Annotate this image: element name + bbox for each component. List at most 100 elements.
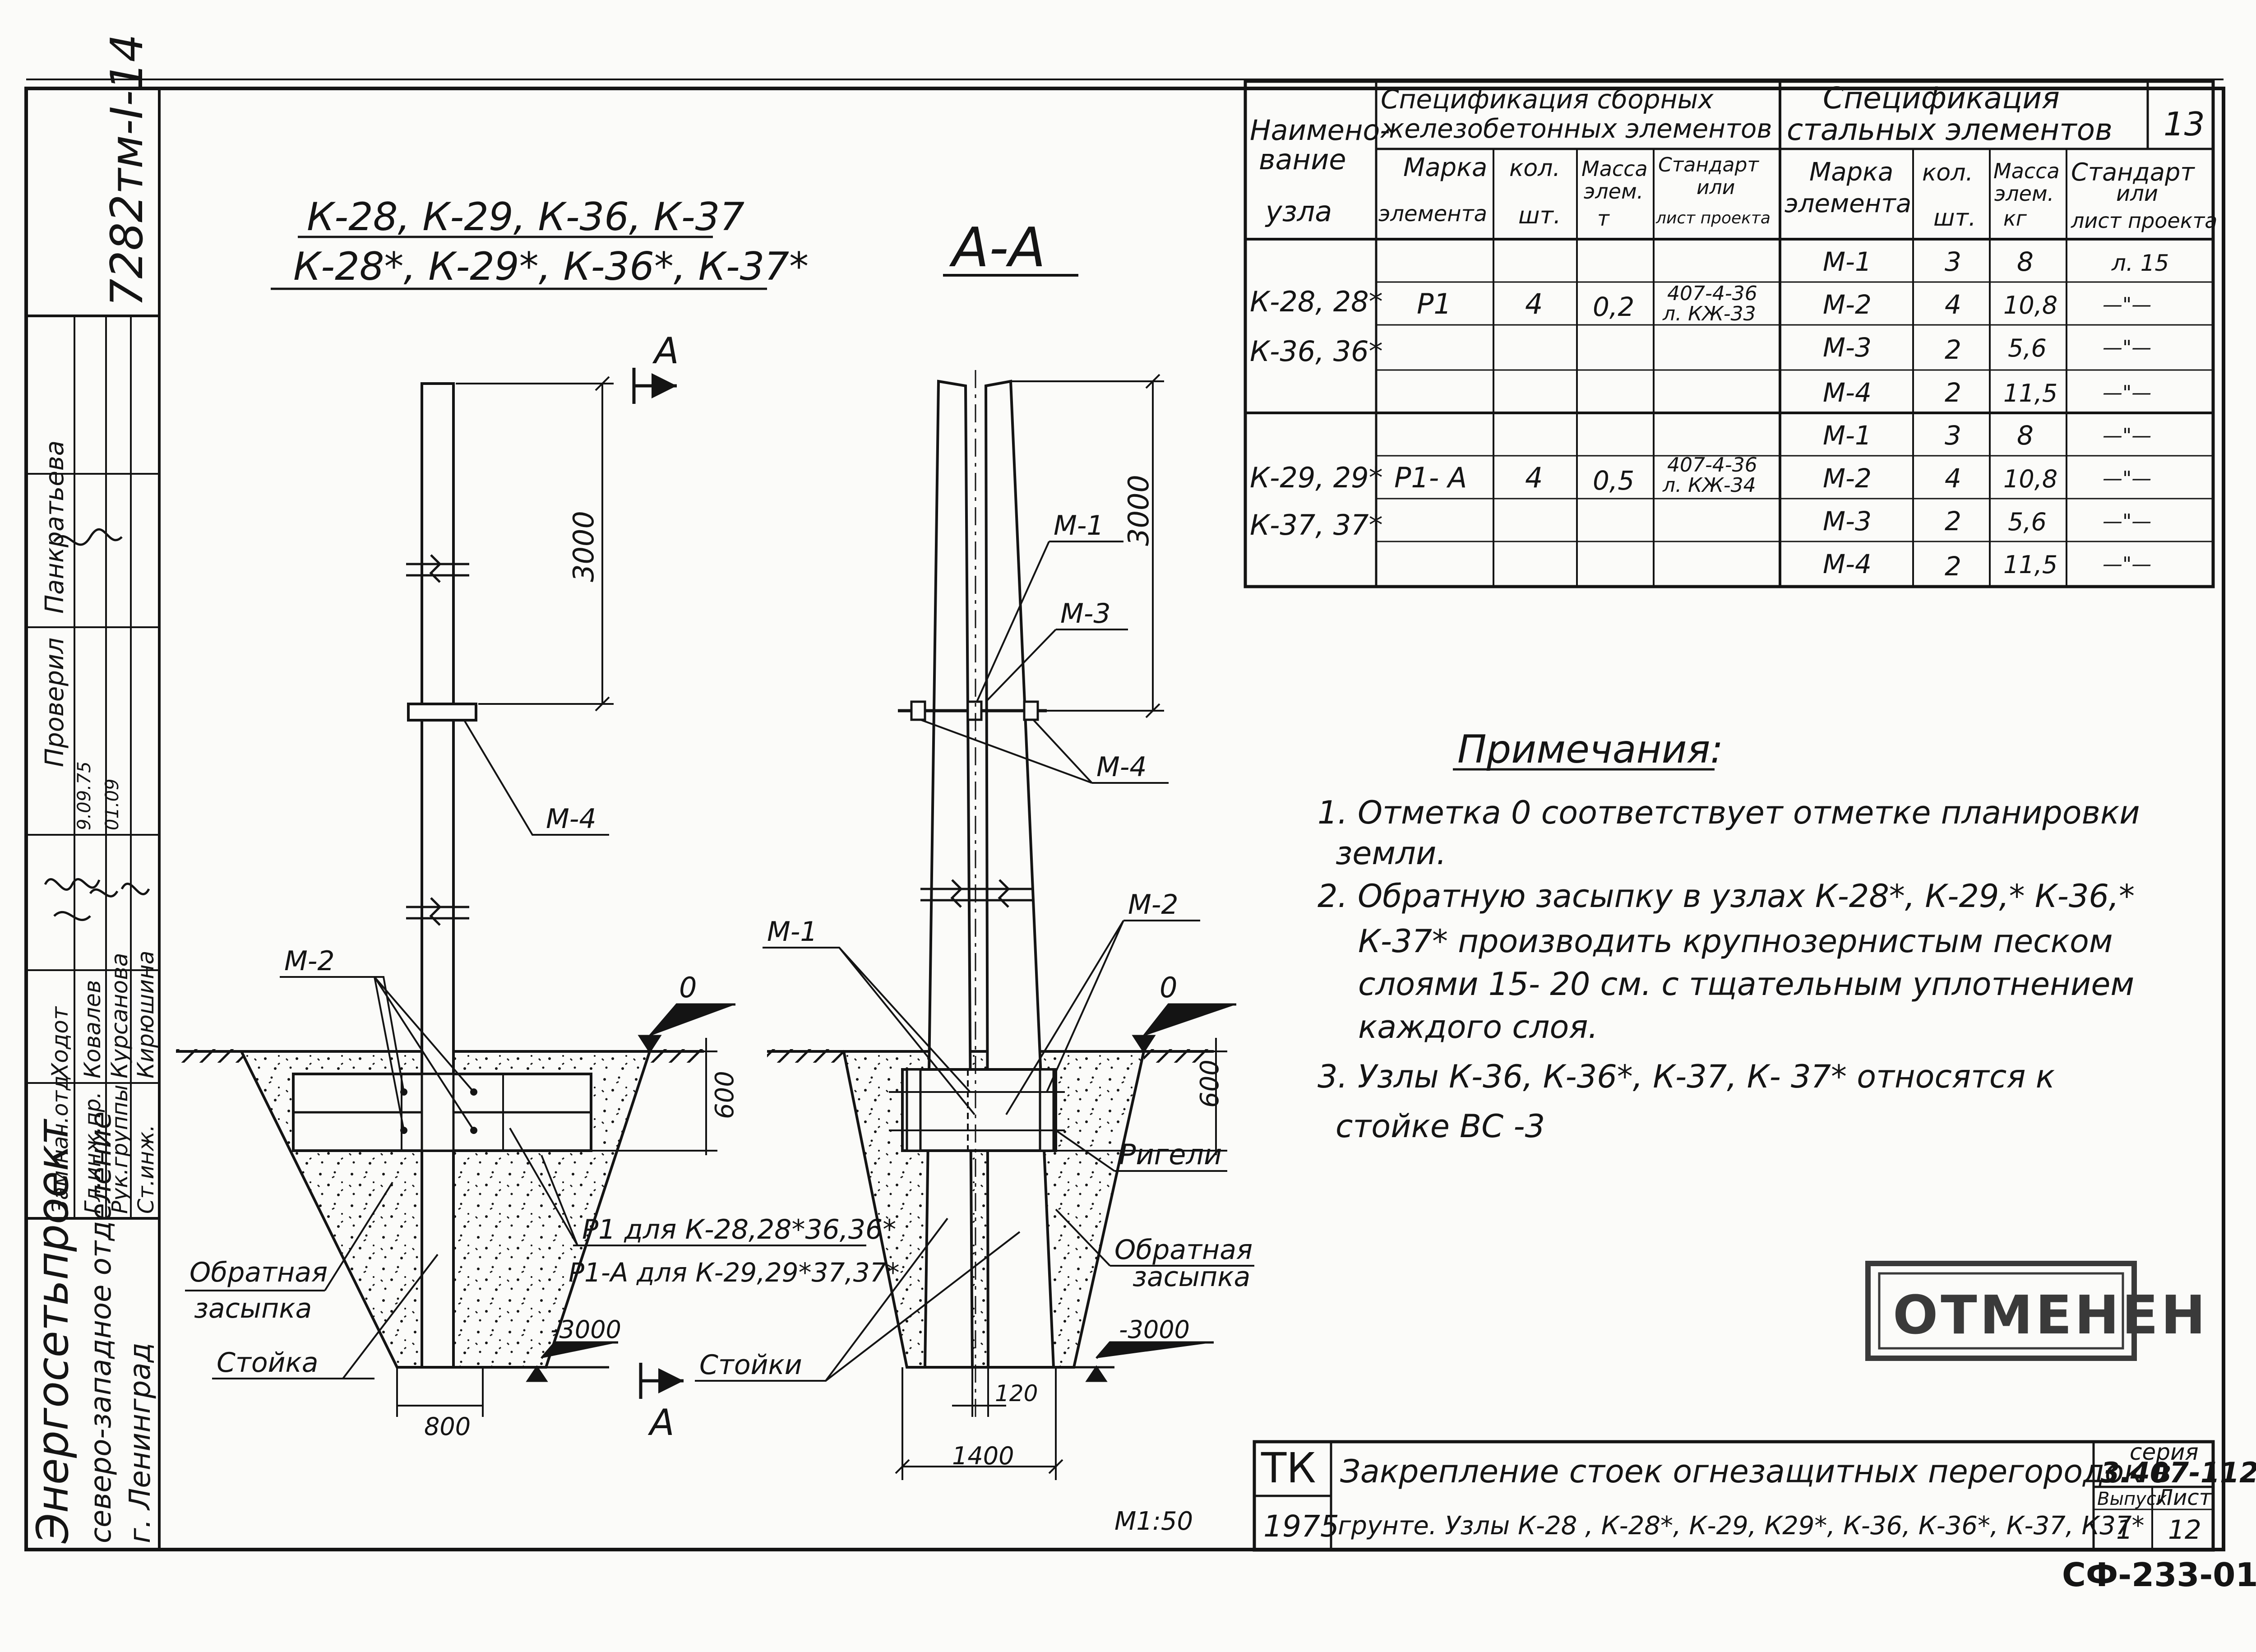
- g1-s4-qty: 2: [1945, 377, 1961, 408]
- dim-600-left: 600: [710, 1071, 740, 1119]
- hdr-steel-1: Спецификация: [1823, 81, 2060, 116]
- title-line-1: Закрепление стоек огнезащитных перегород…: [1340, 1453, 2172, 1490]
- level-minus-right: -3000: [1119, 1315, 1190, 1344]
- stamp-text: ОТМЕНЕН: [1893, 1284, 2208, 1346]
- title-org: ТК: [1261, 1444, 1316, 1492]
- sheet-label: Лист: [2156, 1485, 2213, 1510]
- g2-rc-qty: 4: [1525, 461, 1543, 494]
- section-aa: 3000 600 0 -3000 120 1400 М-1 М-3 М-4 М-…: [695, 370, 1254, 1480]
- g1-node-2: К-36, 36*: [1250, 335, 1383, 368]
- g2-s1-mark: М-1: [1823, 420, 1872, 451]
- g2-s4-std: —"—: [2103, 553, 2151, 576]
- g1-s1-mark: М-1: [1823, 246, 1872, 277]
- label-m2-right: М-2: [1128, 889, 1179, 921]
- label-m1-upper: М-1: [1054, 510, 1104, 541]
- hdr-mark-2: элемента: [1378, 201, 1487, 227]
- section-title: А-А: [949, 217, 1045, 279]
- label-p1-line1: Р1 для К-28,28*36,36*: [582, 1214, 896, 1245]
- g2-s3-std: —"—: [2103, 510, 2151, 533]
- g2-rc-std-2: л. КЖ-34: [1662, 474, 1756, 497]
- dim-600-right: 600: [1195, 1060, 1225, 1108]
- label-m1-lower: М-1: [767, 916, 818, 948]
- g1-s3-mark: М-3: [1823, 332, 1872, 363]
- name-2: Ковалев: [79, 980, 106, 1078]
- g1-rc-qty: 4: [1525, 287, 1543, 320]
- note-line-1: 1. Отметка 0 соответствует отметке плани…: [1318, 794, 2140, 831]
- post-left: [421, 382, 455, 1369]
- break-mark-section: [920, 879, 1033, 908]
- sheet-number-bottom: 12: [2168, 1514, 2201, 1545]
- cancelled-stamp: ОТМЕНЕН: [1865, 1261, 2208, 1361]
- hdr-steel-std-3: лист проекта: [2071, 208, 2218, 233]
- note-line-3: 2. Обратную засыпку в узлах К-28*, К-29,…: [1318, 878, 2135, 915]
- left-elevation: 3000 600 0 -3000 800 А А М-4 М-2 Р1 для …: [176, 330, 900, 1444]
- role-4: Ст.инж.: [134, 1124, 159, 1214]
- drawing-title-line1: К-28, К-29, К-36, К-37: [307, 194, 744, 240]
- g2-s3-mass: 5,6: [2008, 508, 2047, 536]
- g2-s4-qty: 2: [1945, 551, 1961, 582]
- rigels-section: [901, 1068, 1057, 1152]
- series-label: серия: [2130, 1439, 2199, 1465]
- title-year: 1975: [1263, 1509, 1339, 1544]
- g2-s2-std: —"—: [2103, 467, 2151, 490]
- section-mark-bottom: А: [647, 1402, 675, 1444]
- hdr-steel-std-1: Стандарт: [2071, 158, 2195, 186]
- g2-s2-mark: М-2: [1823, 463, 1872, 494]
- clamp-m4-left: [407, 703, 477, 722]
- label-posts: Стойки: [699, 1349, 802, 1381]
- role-3: Рук.группы: [107, 1085, 133, 1214]
- g2-s2-mass: 10,8: [2003, 465, 2057, 493]
- issue-label: Выпуск: [2097, 1489, 2167, 1509]
- hdr-steel-mark-1: Марка: [1809, 157, 1893, 187]
- sheet-number: 13: [2164, 105, 2205, 143]
- g1-s2-mass: 10,8: [2003, 291, 2057, 319]
- g1-node-1: К-28, 28*: [1250, 285, 1383, 318]
- break-mark-lower: [406, 897, 469, 926]
- hdr-mark-1: Марка: [1403, 153, 1487, 182]
- hdr-std-3: лист проекта: [1655, 209, 1771, 227]
- city-name: г. Ленинград: [124, 1342, 157, 1543]
- g1-rc-mark: Р1: [1417, 287, 1452, 320]
- issue-number: 1: [2116, 1514, 2133, 1545]
- signature-scribble: [44, 528, 150, 921]
- hdr-steel-mass-3: кг: [2003, 206, 2027, 231]
- note-line-7: 3. Узлы К-36, К-36*, К-37, К- 37* относя…: [1318, 1058, 2055, 1095]
- checked-label: Проверил: [40, 638, 69, 767]
- left-title-block: 7282тм-I-14 Панкратьева Проверил 9.09.75…: [25, 34, 161, 1551]
- bottom-title-block: ТК 1975 Закрепление стоек огнезащитных п…: [1253, 1439, 2256, 1552]
- section-cut-top: [632, 368, 677, 404]
- note-line-6: каждого слоя.: [1358, 1009, 1598, 1046]
- g2-s3-mark: М-3: [1823, 506, 1872, 537]
- g1-rc-mass: 0,2: [1593, 292, 1634, 322]
- g1-rc-std-1: 407-4-36: [1667, 282, 1757, 305]
- dept-name: северо-западное отделение: [84, 1111, 118, 1543]
- hdr-steel-2: стальных элементов: [1787, 112, 2113, 147]
- g1-s3-std: —"—: [2103, 336, 2151, 359]
- level-0-marker-right: [1132, 1003, 1236, 1054]
- hdr-steel-mass-1: Масса: [1993, 159, 2060, 183]
- label-backfill-left-1: Обратная: [190, 1257, 328, 1288]
- org-name: Энергосетьпроект: [28, 1118, 78, 1544]
- g2-s4-mark: М-4: [1823, 549, 1872, 579]
- scale-label: М1:50: [1114, 1507, 1193, 1536]
- level-0-marker-left: [638, 1003, 735, 1054]
- hdr-steel-qty-2: шт.: [1933, 204, 1976, 231]
- label-post: Стойка: [217, 1347, 319, 1379]
- hdr-qty-1: кол.: [1509, 155, 1560, 182]
- hdr-rc-2: железобетонных элементов: [1380, 113, 1772, 144]
- label-backfill-right-1: Обратная: [1114, 1234, 1253, 1266]
- level-3000-marker-left: [526, 1341, 618, 1382]
- g1-s4-mass: 11,5: [2003, 379, 2057, 407]
- hdr-steel-mark-2: элемента: [1784, 189, 1911, 218]
- dim-1400: 1400: [952, 1442, 1014, 1470]
- hdr-name-3: узла: [1265, 195, 1332, 228]
- level-0-right: 0: [1160, 971, 1177, 1004]
- spec-table: 13 Наимено- вание узла Спецификация сбор…: [1244, 79, 2218, 588]
- section-mark-top: А: [652, 330, 679, 372]
- g2-s1-mass: 8: [2017, 420, 2034, 451]
- g1-rc-std-2: л. КЖ-33: [1662, 302, 1756, 325]
- drawing-title-line2: К-28*, К-29*, К-36*, К-37*: [293, 244, 809, 289]
- g2-s1-std: —"—: [2103, 424, 2151, 447]
- dim-800: 800: [424, 1412, 471, 1441]
- g2-node-2: К-37, 37*: [1250, 509, 1383, 541]
